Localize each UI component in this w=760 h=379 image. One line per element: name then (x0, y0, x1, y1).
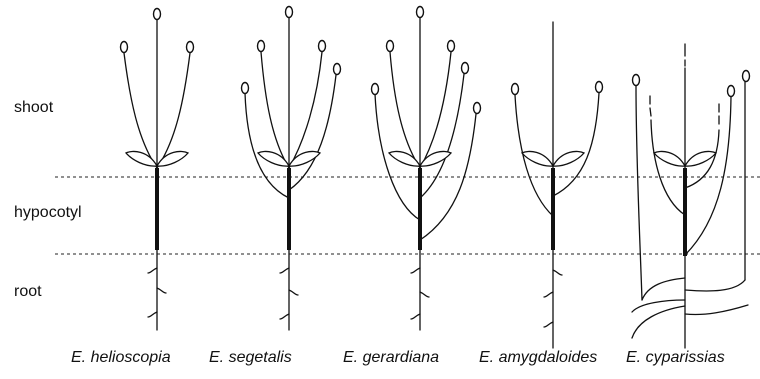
root-shoot (632, 300, 685, 312)
shoot-branch (685, 97, 731, 255)
cotyledon-left (126, 151, 157, 166)
bud (387, 41, 394, 52)
bud (633, 75, 640, 86)
zone-label-root: root (14, 283, 42, 301)
bud (512, 84, 519, 95)
lateral-root (420, 292, 429, 297)
root-shoot (685, 305, 748, 315)
lateral-root (148, 312, 157, 317)
root-shoot (642, 278, 685, 300)
bud (121, 42, 128, 53)
cotyledon-left (654, 151, 685, 166)
seedling-amygdaloides (512, 22, 603, 348)
bud (319, 41, 326, 52)
bud (728, 86, 735, 97)
bud (258, 41, 265, 52)
lateral-root (157, 288, 166, 293)
bud (417, 7, 424, 18)
cotyledon-right (420, 151, 451, 166)
bud (286, 7, 293, 18)
zone-label-hypocotyl: hypocotyl (14, 204, 82, 222)
species-label-amygdaloides: E. amygdaloides (479, 349, 597, 367)
bud (334, 64, 341, 75)
shoot-branch (289, 52, 322, 168)
lateral-root (148, 268, 157, 273)
cotyledon-left (522, 151, 553, 166)
cotyledon-left (389, 151, 420, 166)
lateral-root (411, 314, 420, 319)
seedling-cyparissias (632, 44, 750, 348)
cotyledon-right (553, 151, 584, 166)
shoot-branch (390, 52, 420, 168)
species-label-helioscopia: E. helioscopia (71, 349, 171, 367)
zone-label-shoot: shoot (14, 99, 53, 117)
root-shoot (685, 280, 745, 291)
bud (242, 83, 249, 94)
cotyledon-left (258, 151, 289, 166)
hypocotyl-branch (245, 93, 289, 198)
shoot-branch-broken-tip (650, 108, 651, 116)
species-label-segetalis: E. segetalis (209, 349, 292, 367)
bud (462, 63, 469, 74)
seedling-helioscopia (121, 9, 194, 331)
bud (187, 42, 194, 53)
bud (743, 71, 750, 82)
lateral-root (411, 268, 420, 273)
shoot-branch (157, 53, 190, 168)
bud (474, 103, 481, 114)
shoot-branch (420, 74, 464, 198)
lateral-root (289, 290, 298, 295)
lateral-root (280, 268, 289, 273)
cotyledon-right (157, 151, 188, 166)
bud (154, 9, 161, 20)
bud (448, 41, 455, 52)
species-label-cyparissias: E. cyparissias (626, 349, 725, 367)
seedling-segetalis (242, 7, 341, 331)
seedling-gerardiana (372, 7, 481, 331)
lateral-root (553, 270, 562, 275)
shoot-branch (261, 52, 289, 168)
shoot-branch-broken (651, 120, 685, 215)
lateral-root (544, 322, 553, 327)
shoot-branch (420, 52, 451, 168)
bud (596, 82, 603, 93)
bud (372, 84, 379, 95)
lateral-root (280, 314, 289, 319)
root-shoot (632, 306, 685, 338)
lateral-root (544, 292, 553, 297)
shoot-branch (636, 86, 642, 300)
shoot-branch (124, 53, 157, 168)
shoot-branch (289, 75, 336, 190)
hypocotyl-branch (553, 93, 599, 196)
species-label-gerardiana: E. gerardiana (343, 349, 439, 367)
